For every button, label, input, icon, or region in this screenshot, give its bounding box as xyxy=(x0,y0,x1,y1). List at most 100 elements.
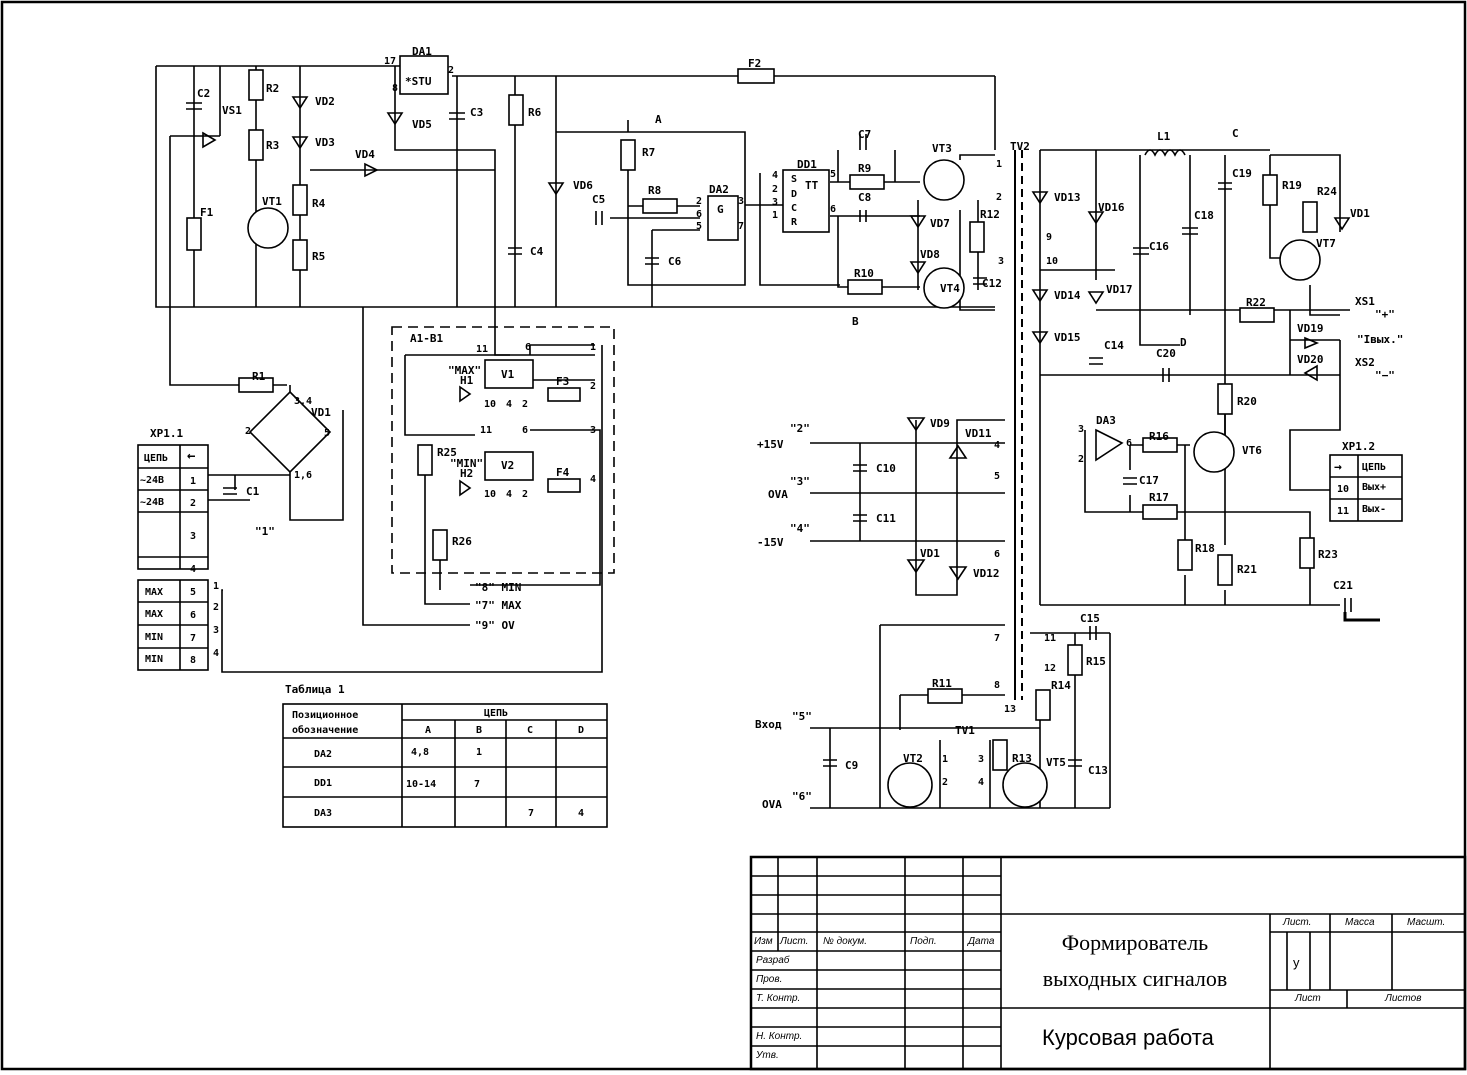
label-R10: R10 xyxy=(854,267,874,280)
label-C2: C2 xyxy=(197,87,210,100)
R8-symbol xyxy=(642,198,678,214)
xp11-side-4: 4 xyxy=(213,648,219,659)
pin-vd1-16: 1,6 xyxy=(294,470,312,481)
label-VD6: VD6 xyxy=(573,179,593,192)
component-labels: DA1 *STU F2 C2 VS1 R2 R3 VD2 VD3 VD5 C3 … xyxy=(197,45,1370,777)
xp11-row2-label: ~24В xyxy=(140,497,164,508)
pin-da3-6: 6 xyxy=(1126,438,1132,449)
label-TV2: TV2 xyxy=(1010,140,1030,153)
table1-row3-C: 7 xyxy=(528,808,534,819)
xp12-row1-num: 10 xyxy=(1337,484,1349,495)
label-VD20: VD20 xyxy=(1297,353,1324,366)
pin-tv2-9: 9 xyxy=(1046,232,1052,243)
signal-ova2: OVA xyxy=(762,798,782,811)
R12-symbol xyxy=(969,221,985,253)
pin-tv2-13: 13 xyxy=(1004,704,1016,715)
signal-xs1: XS1 xyxy=(1355,295,1375,308)
label-R21: R21 xyxy=(1237,563,1257,576)
label-R12: R12 xyxy=(980,208,1000,221)
table1-grid xyxy=(282,703,608,828)
xp12-row1-label: Вых+ xyxy=(1362,482,1386,493)
signal-C: C xyxy=(1232,127,1239,140)
label-R7: R7 xyxy=(642,146,655,159)
signal-q6: "6" xyxy=(792,790,812,803)
pin-da2-7: 7 xyxy=(738,221,744,232)
signal-xs1-plus: "+" xyxy=(1375,308,1395,321)
tb-col-docnum: № докум. xyxy=(823,936,868,947)
xp12-arrow: → xyxy=(1334,460,1342,475)
xp11-row2-num: 2 xyxy=(190,498,196,509)
component-symbols xyxy=(186,55,1321,808)
table1-row1-B: 1 xyxy=(476,747,482,758)
R5-symbol xyxy=(292,239,308,271)
label-A1-B1: A1-B1 xyxy=(410,332,443,345)
signal-q5: "5" xyxy=(792,710,812,723)
label-R24: R24 xyxy=(1317,185,1337,198)
label-R8: R8 xyxy=(648,184,661,197)
label-DA3: DA3 xyxy=(1096,414,1116,427)
label-VD2: VD2 xyxy=(315,95,335,108)
label-VT1: VT1 xyxy=(262,195,282,208)
pin-a1-6b: 6 xyxy=(522,425,528,436)
pin-tv2-6: 6 xyxy=(994,549,1000,560)
tb-col-sign: Подп. xyxy=(910,936,937,947)
label-VD1-bridge: VD1 xyxy=(311,406,331,419)
label-TT: TT xyxy=(805,179,819,192)
table1-row1-A: 4,8 xyxy=(411,747,429,758)
XP1-1-connector xyxy=(137,444,209,671)
label-F1: F1 xyxy=(200,206,214,219)
pin-a1-11b: 11 xyxy=(480,425,492,436)
R2-symbol xyxy=(248,69,264,101)
pin-da2-6: 6 xyxy=(696,209,702,220)
R11-symbol xyxy=(927,688,963,704)
table1-head-group: ЦЕПЬ xyxy=(484,708,508,719)
VT5-symbol xyxy=(1002,762,1048,808)
pin-tv1-1: 1 xyxy=(942,754,948,765)
signal-iout: "Iвых." xyxy=(1357,333,1403,346)
label-R9: R9 xyxy=(858,162,871,175)
xp12-name: XP1.2 xyxy=(1342,440,1375,453)
R24-symbol xyxy=(1302,201,1318,233)
xp11-name: XP1.1 xyxy=(150,427,183,440)
pin-tv2-1: 1 xyxy=(996,159,1002,170)
table1-row2-A: 10-14 xyxy=(406,779,436,790)
R21-symbol xyxy=(1217,554,1233,586)
xp11-row1-num: 1 xyxy=(190,476,196,487)
signal-q8-min: "8" MIN xyxy=(475,581,521,594)
signal-labels: A B C D "2" +15V "3" OVA "4" -15V Вход "… xyxy=(255,113,1403,811)
VT6-symbol xyxy=(1193,431,1235,473)
label-C18: C18 xyxy=(1194,209,1214,222)
label-VT4: VT4 xyxy=(940,282,960,295)
label-L1: L1 xyxy=(1157,130,1171,143)
label-R22: R22 xyxy=(1246,296,1266,309)
drawing-title-line2: выходных сигналов xyxy=(1042,966,1228,991)
pin-vd1-34: 3,4 xyxy=(294,396,312,407)
label-C9: C9 xyxy=(845,759,858,772)
pin-a1-10: 10 xyxy=(484,399,496,410)
label-R5: R5 xyxy=(312,250,325,263)
signal-xs2-minus: "−" xyxy=(1375,369,1395,382)
R16-symbol xyxy=(1142,437,1178,453)
label-R11: R11 xyxy=(932,677,952,690)
R4-symbol xyxy=(292,184,308,216)
label-R3: R3 xyxy=(266,139,279,152)
pin-dd1-6: 6 xyxy=(830,204,836,215)
tb-col-date: Дата xyxy=(968,936,995,947)
label-C3: C3 xyxy=(470,106,483,119)
R1-symbol xyxy=(238,377,274,393)
signal-q7-max: "7" MAX xyxy=(475,599,522,612)
label-R16: R16 xyxy=(1149,430,1169,443)
label-R4: R4 xyxy=(312,197,326,210)
label-C19: C19 xyxy=(1232,167,1252,180)
R13-symbol xyxy=(992,739,1008,771)
tb-sheet-label: Лист xyxy=(1295,993,1321,1004)
label-R17: R17 xyxy=(1149,491,1169,504)
xp12-row2-num: 11 xyxy=(1337,506,1349,517)
xp12-header: ЦЕПЬ xyxy=(1362,462,1386,473)
pin-a1-6: 6 xyxy=(525,342,531,353)
xp11-row8-label: MIN xyxy=(145,654,163,665)
label-VT2: VT2 xyxy=(903,752,923,765)
R18-symbol xyxy=(1177,539,1193,571)
xp11-arrow: ← xyxy=(187,448,195,464)
signal-q1: "1" xyxy=(255,525,275,538)
